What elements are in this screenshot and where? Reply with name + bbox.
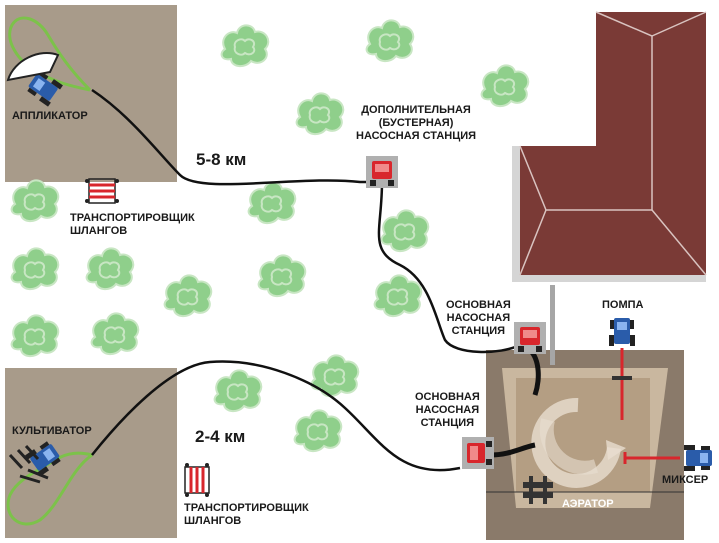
main-station-top-line2: НАСОСНАЯ	[446, 312, 511, 324]
booster-station-label-line1: ДОПОЛНИТЕЛЬНАЯ	[361, 104, 471, 116]
aerator-unit	[523, 476, 553, 504]
farm-house	[502, 5, 712, 290]
applicator-track	[8, 16, 92, 92]
cultivator-label: КУЛЬТИВАТОР	[12, 425, 92, 437]
applicator-field	[5, 5, 177, 182]
hose-transporter-top-line2: ШЛАНГОВ	[70, 225, 128, 237]
hose-transporter-bottom-label: ТРАНСПОРТИРОВЩИК ШЛАНГОВ	[184, 502, 309, 528]
main-station-bottom-label: ОСНОВНАЯ НАСОСНАЯ СТАНЦИЯ	[415, 391, 480, 430]
hose-main-bottom-to-lagoon	[489, 442, 536, 458]
main-station-bottom-line1: ОСНОВНАЯ	[415, 391, 480, 403]
pump-tractor	[609, 318, 635, 346]
mixer-label: МИКСЕР	[662, 474, 709, 486]
distance-bottom-label: 2-4 км	[195, 427, 246, 446]
distance-top-label: 5-8 км	[196, 150, 247, 169]
hose-top	[91, 88, 521, 354]
hose-bottom	[91, 360, 461, 472]
hose-reel-top	[83, 177, 121, 205]
main-station-bottom-line3: СТАНЦИЯ	[420, 417, 475, 429]
cultivator-implement	[8, 444, 49, 484]
hose-transporter-bottom-line1: ТРАНСПОРТИРОВЩИК	[184, 502, 309, 514]
main-station-top-line3: СТАНЦИЯ	[451, 325, 506, 337]
mixer-tractor	[684, 445, 712, 471]
main-pump-station-top	[514, 322, 546, 354]
main-station-top-label: ОСНОВНАЯ НАСОСНАЯ СТАНЦИЯ	[446, 299, 511, 338]
hose-reel-bottom	[183, 461, 211, 499]
main-pump-station-bottom	[462, 437, 494, 469]
hose-transporter-bottom-line2: ШЛАНГОВ	[184, 515, 242, 527]
applicator-spreader	[6, 52, 60, 82]
pipe-main-top	[550, 285, 555, 365]
hose-transporter-top-line1: ТРАНСПОРТИРОВЩИК	[70, 212, 195, 224]
manure-lagoon	[486, 350, 684, 540]
aerator-label: АЭРАТОР	[562, 498, 614, 510]
hose-transporter-top-label: ТРАНСПОРТИРОВЩИК ШЛАНГОВ	[70, 212, 195, 238]
booster-station-label: ДОПОЛНИТЕЛЬНАЯ (БУСТЕРНАЯ) НАСОСНАЯ СТАН…	[356, 104, 476, 143]
pump-label: ПОМПА	[602, 299, 644, 311]
main-station-bottom-line2: НАСОСНАЯ	[415, 404, 480, 416]
main-station-top-line1: ОСНОВНАЯ	[446, 299, 511, 311]
cultivator-track	[6, 451, 93, 526]
booster-station-label-line3: НАСОСНАЯ СТАНЦИЯ	[356, 130, 477, 142]
booster-station-label-line2: (БУСТЕРНАЯ)	[378, 117, 454, 129]
applicator-label: АППЛИКАТОР	[12, 110, 88, 122]
booster-pump-station	[366, 156, 398, 188]
